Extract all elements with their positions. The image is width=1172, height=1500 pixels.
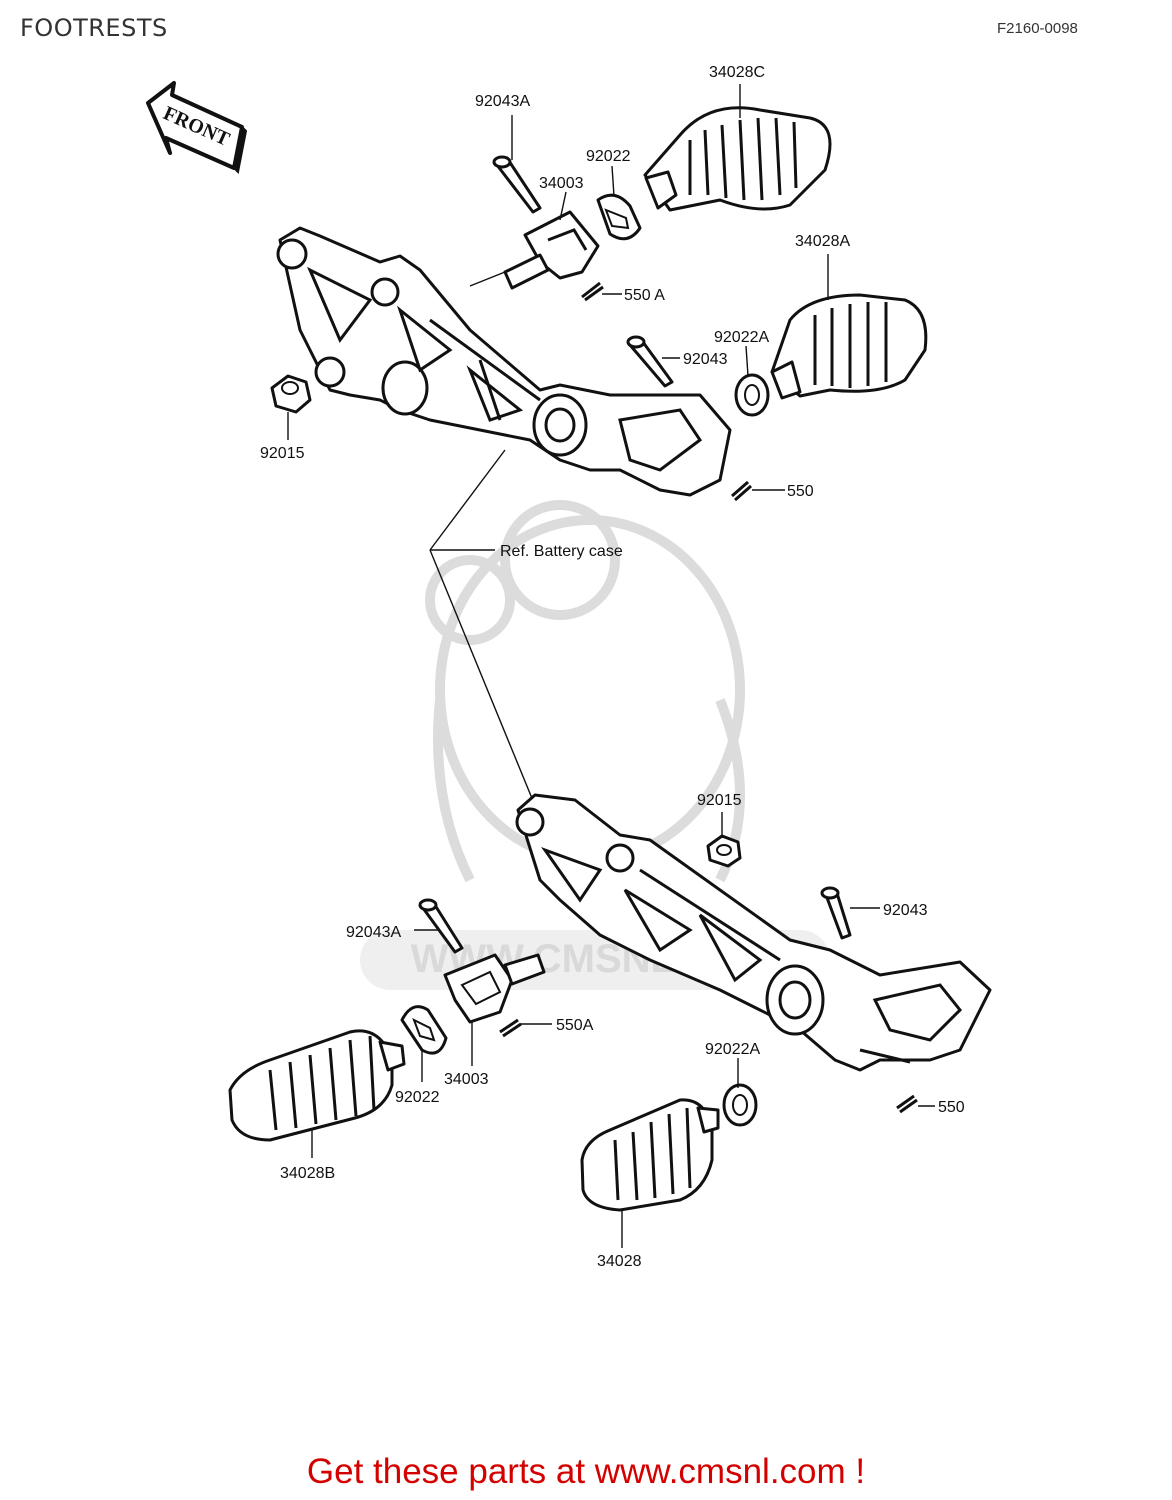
label-top-34003: 34003 [539,175,584,192]
label-bottom-34003: 34003 [444,1071,489,1088]
top-footrest-bracket [276,226,732,497]
get-parts-link[interactable]: Get these parts at www.cmsnl.com ! [306,1452,866,1491]
top-pin-92043a [492,155,542,214]
bottom-pin-92043 [820,886,852,940]
top-nut-92015 [270,374,312,414]
bottom-leader-lines [311,812,935,1248]
top-footpeg-rubber-34028c [643,106,832,212]
top-leader-lines [287,84,829,491]
label-bottom-550a: 550A [556,1017,594,1034]
bottom-pin-92043a [418,898,464,954]
bottom-footpeg-rubber-34028 [580,1098,720,1212]
exploded-parts-diagram: WWW.CMSNL.COM FRONT [146,64,992,1270]
front-direction-arrow: FRONT [146,81,248,175]
top-cotter-pin-550a [581,281,604,302]
top-pin-92043 [626,335,674,388]
top-stay-34003 [503,210,600,290]
top-washer-92022 [596,193,642,241]
ref-battery-case-note: Ref. Battery case [500,543,623,560]
label-bottom-92015: 92015 [697,792,742,809]
label-bottom-92022: 92022 [395,1089,440,1106]
label-top-34028c: 34028C [709,64,765,81]
bottom-cotter-pin-550a [499,1018,522,1038]
top-cotter-pin-550 [731,480,752,502]
label-bottom-550: 550 [938,1099,965,1116]
label-top-550: 550 [787,483,814,500]
label-top-34028a: 34028A [795,233,850,250]
label-top-92022: 92022 [586,148,631,165]
bottom-washer-92022a [722,1083,758,1127]
label-bottom-92022a: 92022A [705,1041,760,1058]
label-bottom-92043: 92043 [883,902,928,919]
bottom-cotter-pin-550 [896,1094,918,1114]
label-top-92022a: 92022A [714,329,769,346]
label-top-550a: 550 A [624,287,665,304]
bottom-stay-34003 [443,953,546,1024]
page-title: FOOTRESTS [20,14,168,42]
label-top-92043: 92043 [683,351,728,368]
label-bottom-92043a: 92043A [346,924,401,941]
top-washer-92022a [734,373,770,417]
label-top-92015: 92015 [260,445,305,462]
label-top-92043a: 92043A [475,93,530,110]
label-bottom-34028b: 34028B [280,1165,335,1182]
label-bottom-34028: 34028 [597,1253,642,1270]
bottom-nut-92015 [706,834,742,868]
top-footpeg-rubber-34028a [770,293,928,400]
diagram-code: F2160-0098 [997,20,1078,37]
bottom-footrest-bracket [515,793,992,1072]
ref-battery-case-leader [429,449,546,831]
bottom-footpeg-rubber-34028b [228,1029,406,1142]
bottom-washer-92022 [400,1005,448,1055]
